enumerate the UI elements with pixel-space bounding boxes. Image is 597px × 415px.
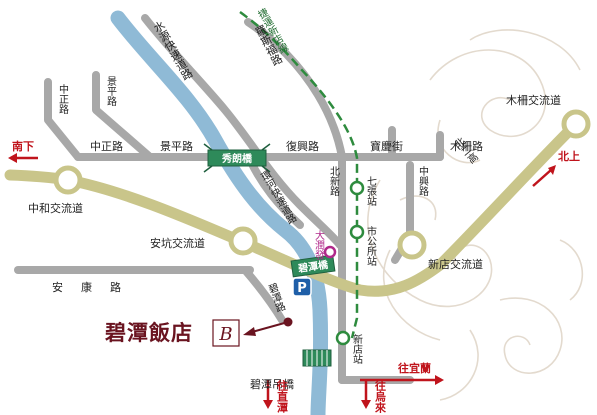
parking-sign[interactable]: P (292, 277, 312, 297)
interchange-zhonghe-label: 中和交流道 (28, 201, 83, 215)
direction-zhitan-label: 往直潭 (276, 379, 289, 414)
xiulang-bridge-label: 秀朗橋 (221, 152, 253, 165)
road-huanhe (246, 156, 304, 229)
road-label-zhongzheng-horizontal: 中正路 (90, 140, 123, 153)
interchange-xindian-label: 新店交流道 (428, 257, 483, 271)
dadao-label: 大潤發 (313, 229, 325, 261)
road-jingping-vertical (92, 71, 154, 161)
direction-yilan-label: 往宜蘭 (398, 361, 431, 375)
road-label-fuxing: 復興路 (286, 140, 319, 153)
dadao-marker[interactable] (323, 245, 337, 259)
road-label-ankang: 安康路 (52, 280, 139, 294)
station-xindian-label: 新店站 (351, 333, 363, 365)
hotel-logo[interactable]: B (212, 319, 240, 347)
direction-north-label: 北上 (558, 149, 580, 163)
road-label-beixin: 北新路 (328, 166, 340, 197)
arrow-south (8, 153, 38, 163)
road-label-jingping-vertical: 景平路 (105, 76, 117, 107)
river (110, 10, 329, 415)
hotel-name: 碧潭飯店 (104, 320, 193, 345)
road-label-zhongxing: 中興路 (417, 165, 429, 197)
arrow-to-zhitan (263, 380, 273, 409)
floral-decoration (367, 29, 584, 401)
station-qizhang-marker[interactable] (349, 180, 365, 196)
bitan-bridge[interactable]: 碧潭橋 (290, 254, 336, 278)
interchange-zhonghe-marker[interactable] (53, 165, 83, 195)
road-zhongzheng-vertical (44, 78, 82, 161)
direction-wulai-label: 往烏來 (374, 379, 387, 414)
station-xindian-marker[interactable] (335, 330, 351, 346)
arrow-to-wulai (361, 380, 371, 409)
bitan-suspension-bridge[interactable] (302, 349, 332, 367)
mrt-xindian-line (239, 10, 359, 339)
arrow-to-yilan (360, 375, 444, 385)
arrow-north (532, 165, 556, 187)
interchange-muzha-marker[interactable] (561, 109, 591, 139)
road-bitan (241, 266, 286, 324)
hotel-logo-letter: B (218, 324, 232, 345)
road-label-zhongzheng-vertical: 中正路 (57, 83, 69, 115)
interchange-muzha-label: 木柵交流道 (506, 93, 561, 107)
road-label-muzha: 木柵路 (450, 139, 483, 153)
bitan-bridge-label: 碧潭橋 (296, 258, 329, 275)
parking-icon: P (297, 281, 307, 296)
station-qizhang-label: 七張站 (365, 176, 377, 207)
direction-south-label: 南下 (12, 139, 34, 153)
interchange-ankeng-marker[interactable] (228, 226, 258, 256)
road-luosifu (244, 18, 346, 161)
road-label-jingping-horizontal: 景平路 (160, 140, 193, 153)
hotel-pointer (243, 317, 293, 336)
station-city-hall-marker[interactable] (349, 224, 365, 240)
road-label-baoqing: 寶慶街 (370, 139, 403, 153)
xiulang-bridge[interactable]: 秀朗橋 (203, 143, 271, 173)
interchange-ankeng-label: 安坑交流道 (150, 236, 205, 250)
station-city-hall-label: 市公所站 (365, 225, 377, 267)
road-shuiyuan (141, 14, 344, 249)
interchange-xindian-marker[interactable] (397, 230, 427, 260)
bitan-suspension-bridge-label: 碧潭吊橋 (250, 377, 294, 391)
